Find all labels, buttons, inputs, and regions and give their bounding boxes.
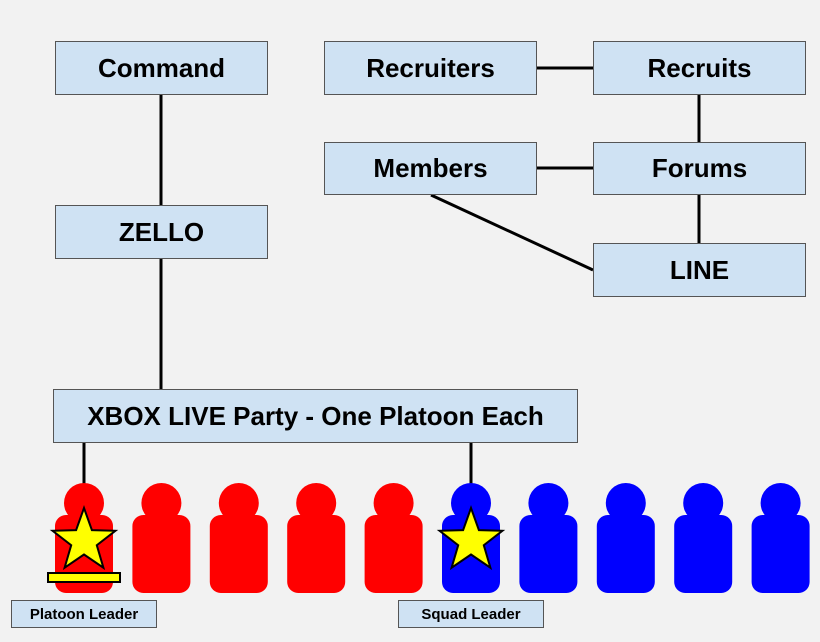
command-node: Command [55, 41, 268, 95]
blue-soldier-figure [751, 483, 810, 593]
leader-star-icon [49, 505, 119, 571]
soldier-body [132, 515, 191, 593]
leader-star-icon [436, 505, 506, 571]
connector-lines [82, 66, 701, 487]
connector-members-line [430, 193, 594, 272]
soldier-body [364, 515, 423, 593]
red-soldier-figure [287, 483, 346, 593]
forums-node: Forums [593, 142, 806, 195]
soldiers-row [47, 483, 810, 593]
soldier-body [674, 515, 733, 593]
soldier-head [605, 483, 646, 523]
blue-soldier-figure [436, 483, 506, 593]
soldier-head [451, 483, 491, 523]
squad-leader-caption: Squad Leader [398, 600, 544, 628]
soldier-body [287, 515, 346, 593]
soldier-body [596, 515, 655, 593]
soldier-head [218, 483, 259, 523]
soldier-head [141, 483, 182, 523]
red-soldier-figure [47, 483, 121, 593]
soldier-head [760, 483, 801, 523]
line-node: LINE [593, 243, 806, 297]
recruits-node: Recruits [593, 41, 806, 95]
blue-soldier-figure [596, 483, 655, 593]
members-node: Members [324, 142, 537, 195]
blue-soldier-figure [674, 483, 733, 593]
soldier-head [528, 483, 569, 523]
soldier-body [751, 515, 810, 593]
xbox-party-node: XBOX LIVE Party - One Platoon Each [53, 389, 578, 443]
soldier-head [373, 483, 414, 523]
platoon-leader-bar-icon [47, 572, 121, 583]
red-soldier-figure [364, 483, 423, 593]
recruiters-node: Recruiters [324, 41, 537, 95]
soldier-head [296, 483, 337, 523]
red-soldier-figure [209, 483, 268, 593]
zello-node: ZELLO [55, 205, 268, 259]
red-soldier-figure [132, 483, 191, 593]
soldier-head [683, 483, 724, 523]
blue-soldier-figure [519, 483, 578, 593]
soldier-body [209, 515, 268, 593]
platoon-leader-caption: Platoon Leader [11, 600, 157, 628]
soldier-body [519, 515, 578, 593]
soldier-head [64, 483, 104, 523]
